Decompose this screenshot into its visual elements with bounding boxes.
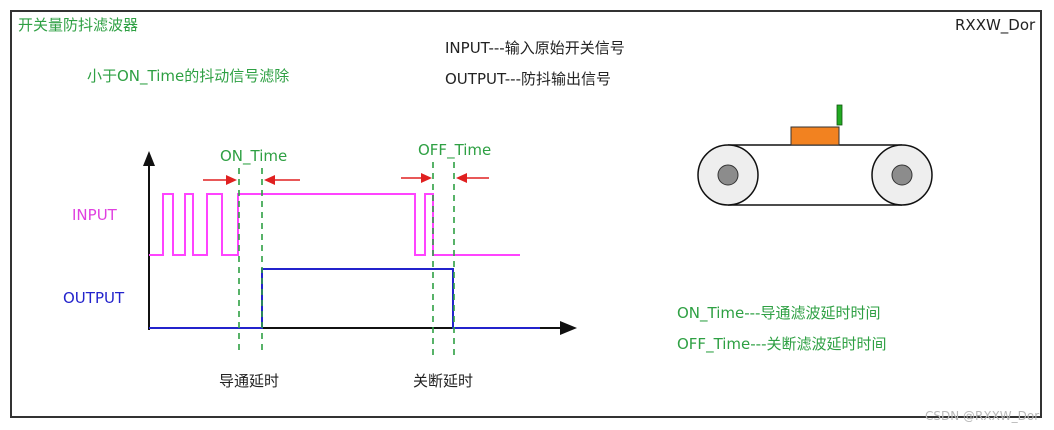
off-time-left-arrowhead xyxy=(421,173,432,183)
off-time-right-arrowhead xyxy=(456,173,467,183)
input-signal-label: INPUT xyxy=(72,206,117,224)
output-signal-label: OUTPUT xyxy=(63,289,125,307)
diagram-title: 开关量防抖滤波器 xyxy=(18,16,139,34)
legend-output-line: OUTPUT---防抖输出信号 xyxy=(445,70,611,88)
on-time-right-arrowhead xyxy=(264,175,275,185)
author-label: RXXW_Dor xyxy=(955,16,1036,34)
on-time-label: ON_Time xyxy=(220,147,288,165)
left-roller-hub xyxy=(717,164,739,186)
conveyor-item-block xyxy=(790,126,840,146)
watermark: CSDN @RXXW_Dor xyxy=(925,409,1040,423)
right-roller-hub xyxy=(891,164,913,186)
output-waveform xyxy=(149,268,540,329)
off-time-label: OFF_Time xyxy=(418,141,492,159)
sensor-indicator xyxy=(836,104,843,126)
on-time-definition: ON_Time---导通滤波延时时间 xyxy=(677,304,881,322)
off-delay-label: 关断延时 xyxy=(413,372,474,390)
off-time-definition: OFF_Time---关断滤波延时时间 xyxy=(677,335,887,353)
legend-input-line: INPUT---输入原始开关信号 xyxy=(445,39,625,57)
on-time-left-arrowhead xyxy=(226,175,237,185)
filter-note: 小于ON_Time的抖动信号滤除 xyxy=(87,67,290,85)
on-delay-label: 导通延时 xyxy=(219,372,280,390)
diagram-frame xyxy=(10,10,1042,418)
input-waveform xyxy=(149,193,520,256)
x-axis-arrowhead xyxy=(560,321,577,335)
y-axis-arrowhead xyxy=(143,151,155,166)
conveyor-illustration xyxy=(697,104,933,206)
